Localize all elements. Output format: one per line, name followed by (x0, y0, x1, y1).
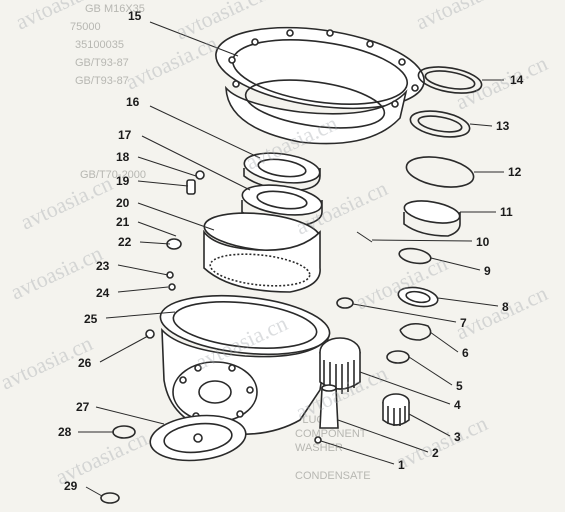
planet-gear (319, 337, 361, 394)
bg-text-5: GB/T93-87 (75, 75, 129, 87)
callout-19: 19 (116, 174, 130, 188)
callout-20: 20 (116, 196, 130, 210)
bg-text-1: GB M16X35 (85, 3, 145, 15)
small-rings (336, 286, 439, 364)
dowel-pin (356, 231, 373, 243)
callout-22: 22 (118, 235, 132, 249)
callout-10: 10 (476, 235, 490, 249)
left-small-parts (145, 170, 205, 339)
bg-text-6: GB/T70-2000 (80, 169, 146, 181)
watermark-5: avtoasia.cn (452, 50, 552, 114)
ring-gear (203, 212, 321, 293)
callout-11: 11 (500, 205, 513, 219)
callout-labels: 14 13 12 11 10 9 8 7 6 5 4 3 2 1 15 16 1… (58, 9, 524, 493)
sun-gear (382, 393, 410, 426)
watermark-3: avtoasia.cn (412, 0, 512, 35)
watermark-4: avtoasia.cn (122, 30, 222, 94)
end-cover (149, 414, 247, 462)
bg-text-9: WASHER (295, 442, 343, 454)
callout-8: 8 (502, 300, 509, 314)
watermark-10: avtoasia.cn (352, 250, 452, 314)
callout-9: 9 (484, 264, 491, 278)
callout-6: 6 (462, 346, 469, 360)
callout-23: 23 (96, 259, 110, 273)
callout-27: 27 (76, 400, 90, 414)
callout-12: 12 (508, 165, 522, 179)
callout-28: 28 (58, 425, 72, 439)
watermark-7: avtoasia.cn (17, 170, 117, 234)
bg-text-4: GB/T93-87 (75, 57, 129, 69)
callout-15: 15 (128, 9, 142, 23)
background-table-text: GB M16X35 75000 35100035 GB/T93-87 GB/T9… (70, 3, 371, 482)
callout-5: 5 (456, 379, 463, 393)
callout-26: 26 (78, 356, 92, 370)
callout-25: 25 (84, 312, 98, 326)
callout-18: 18 (116, 150, 130, 164)
callout-3: 3 (454, 430, 461, 444)
callout-24: 24 (96, 286, 110, 300)
small-washer (100, 492, 120, 504)
bg-text-8: COMPONENT (295, 428, 367, 440)
callout-2: 2 (432, 446, 439, 460)
leader-lines (78, 21, 504, 497)
shaft-pin (319, 384, 339, 429)
callout-16: 16 (126, 95, 140, 109)
top-flange-housing (215, 26, 425, 145)
right-ring-stack (398, 66, 483, 265)
bg-text-2: 75000 (70, 21, 101, 33)
callout-4: 4 (454, 398, 461, 412)
callout-13: 13 (496, 119, 510, 133)
callout-7: 7 (460, 316, 467, 330)
bg-text-3: 35100035 (75, 39, 124, 51)
callout-29: 29 (64, 479, 78, 493)
callout-1: 1 (398, 458, 405, 472)
callout-17: 17 (118, 128, 132, 142)
bg-text-10: CONDENSATE (295, 470, 371, 482)
small-ball (314, 436, 322, 444)
callout-14: 14 (510, 73, 524, 87)
callout-21: 21 (116, 215, 130, 229)
watermark-9: avtoasia.cn (7, 240, 107, 304)
